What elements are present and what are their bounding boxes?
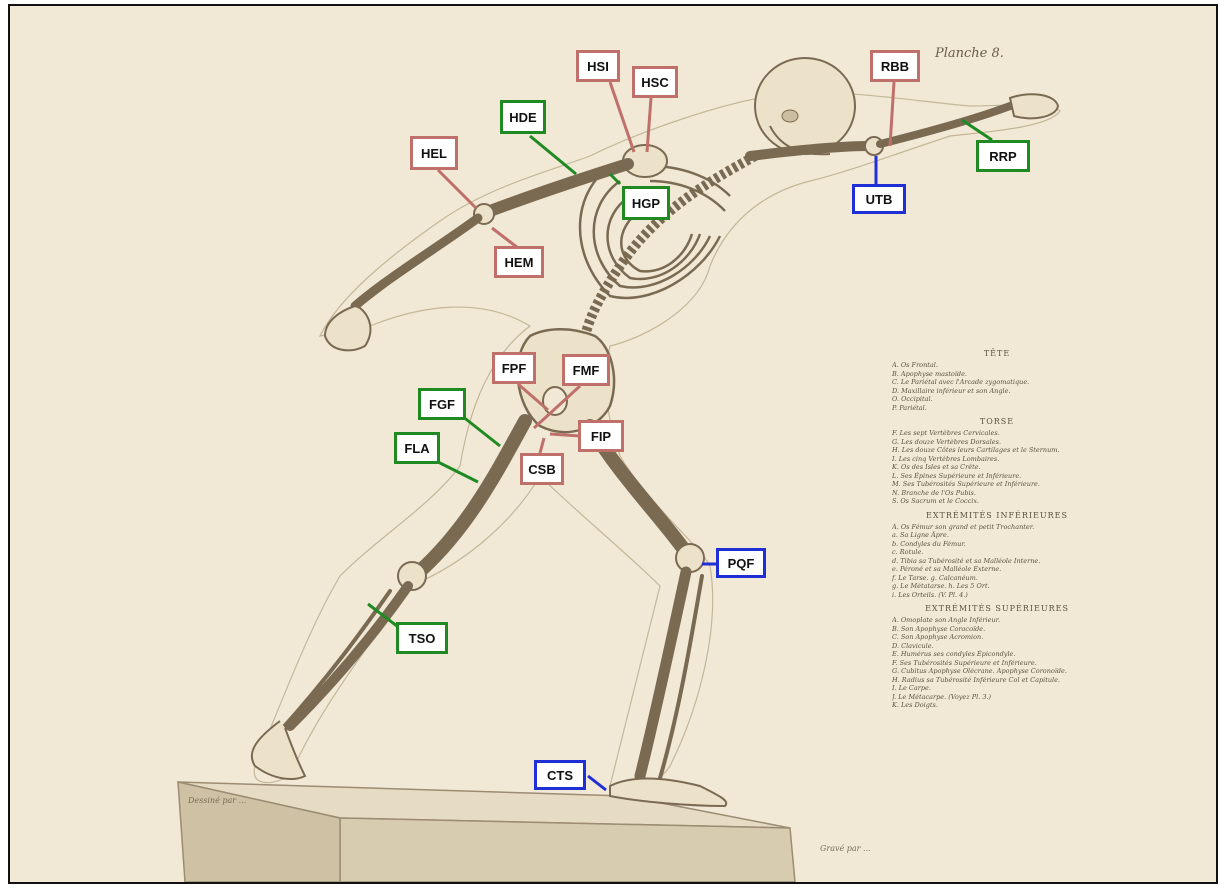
legend-line: b. Condyles du Fémur.: [892, 540, 1102, 549]
label-hel: HEL: [410, 136, 458, 170]
plate-title: Planche 8.: [935, 46, 1004, 61]
label-hgp: HGP: [622, 186, 670, 220]
label-fmf: FMF: [562, 354, 610, 386]
legend-line: F. Ses Tubérosités Supérieure et Inférie…: [892, 659, 1102, 668]
legend-line: P. Pariétal.: [892, 404, 1102, 413]
legend-line: A. Os Fémur son grand et petit Trochante…: [892, 523, 1102, 532]
label-tso: TSO: [396, 622, 448, 654]
legend-line: C. Le Pariétal avec l'Arcade zygomatique…: [892, 378, 1102, 387]
legend-heading: EXTRÉMITÉS SUPÉRIEURES: [892, 604, 1102, 613]
label-csb: CSB: [520, 453, 564, 485]
legend-line: A. Os Frontal.: [892, 361, 1102, 370]
label-rbb: RBB: [870, 50, 920, 82]
legend-line: K. Les Doigts.: [892, 701, 1102, 710]
label-hsc: HSC: [632, 66, 678, 98]
legend-line: c. Rotule.: [892, 548, 1102, 557]
legend-heading: TÊTE: [892, 349, 1102, 358]
label-rrp: RRP: [976, 140, 1030, 172]
label-hsi: HSI: [576, 50, 620, 82]
label-hem: HEM: [494, 246, 544, 278]
label-fla: FLA: [394, 432, 440, 464]
signature-right: Gravé par ...: [820, 844, 871, 853]
legend-line: S. Os Sacrum et le Coccix.: [892, 497, 1102, 506]
legend-line: K. Os des Isles et sa Crête.: [892, 463, 1102, 472]
legend-line: L. Ses Épines Supérieure et Inférieure.: [892, 472, 1102, 481]
legend-heading: EXTRÉMITÉS INFÉRIEURES: [892, 511, 1102, 520]
legend-line: g. Le Métatarse. h. Les 5 Ort.: [892, 582, 1102, 591]
legend-line: I. Les cinq Vertèbres Lombaires.: [892, 455, 1102, 464]
legend-line: f. Le Tarse. g. Calcanéum.: [892, 574, 1102, 583]
label-fpf: FPF: [492, 352, 536, 384]
legend-line: G. Les douze Vertèbres Dorsales.: [892, 438, 1102, 447]
label-fgf: FGF: [418, 388, 466, 420]
legend-line: A. Omoplate son Angle Inférieur.: [892, 616, 1102, 625]
legend-line: H. Les douze Côtes leurs Cartilages et l…: [892, 446, 1102, 455]
legend-line: B. Apophyse mastoïde.: [892, 370, 1102, 379]
legend-line: J. Le Métacarpe. (Voyez Pl. 3.): [892, 693, 1102, 702]
legend-line: D. Clavicule.: [892, 642, 1102, 651]
legend-heading: TORSE: [892, 417, 1102, 426]
label-utb: UTB: [852, 184, 906, 214]
label-hde: HDE: [500, 100, 546, 134]
label-pqf: PQF: [716, 548, 766, 578]
anatomy-plate: Planche 8. TÊTE A. Os Frontal.B. Apophyse…: [8, 4, 1218, 884]
signature-left: Dessiné par ...: [188, 796, 246, 805]
legend-line: e. Péroné et sa Malléole Externe.: [892, 565, 1102, 574]
label-fip: FIP: [578, 420, 624, 452]
legend-line: N. Branche de l'Os Pubis.: [892, 489, 1102, 498]
legend-line: D. Maxillaire inférieur et son Angle.: [892, 387, 1102, 396]
label-cts: CTS: [534, 760, 586, 790]
legend-line: M. Ses Tubérosités Supérieure et Inférie…: [892, 480, 1102, 489]
legend-line: a. Sa Ligne Âpre.: [892, 531, 1102, 540]
legend-line: C. Son Apophyse Acromion.: [892, 633, 1102, 642]
legend-line: E. Humérus ses condyles Épicondyle.: [892, 650, 1102, 659]
legend-line: O. Occipital.: [892, 395, 1102, 404]
legend-line: i. Les Orteils. (V. Pl. 4.): [892, 591, 1102, 600]
legend-line: H. Radius sa Tubérosité Inférieure Col e…: [892, 676, 1102, 685]
legend-line: d. Tibia sa Tubérosité et sa Malléole In…: [892, 557, 1102, 566]
legend-line: B. Son Apophyse Coracoïde.: [892, 625, 1102, 634]
legend-line: G. Cubitus Apophyse Olécrane. Apophyse C…: [892, 667, 1102, 676]
legend-line: F. Les sept Vertèbres Cervicales.: [892, 429, 1102, 438]
legend-line: I. Le Carpe.: [892, 684, 1102, 693]
